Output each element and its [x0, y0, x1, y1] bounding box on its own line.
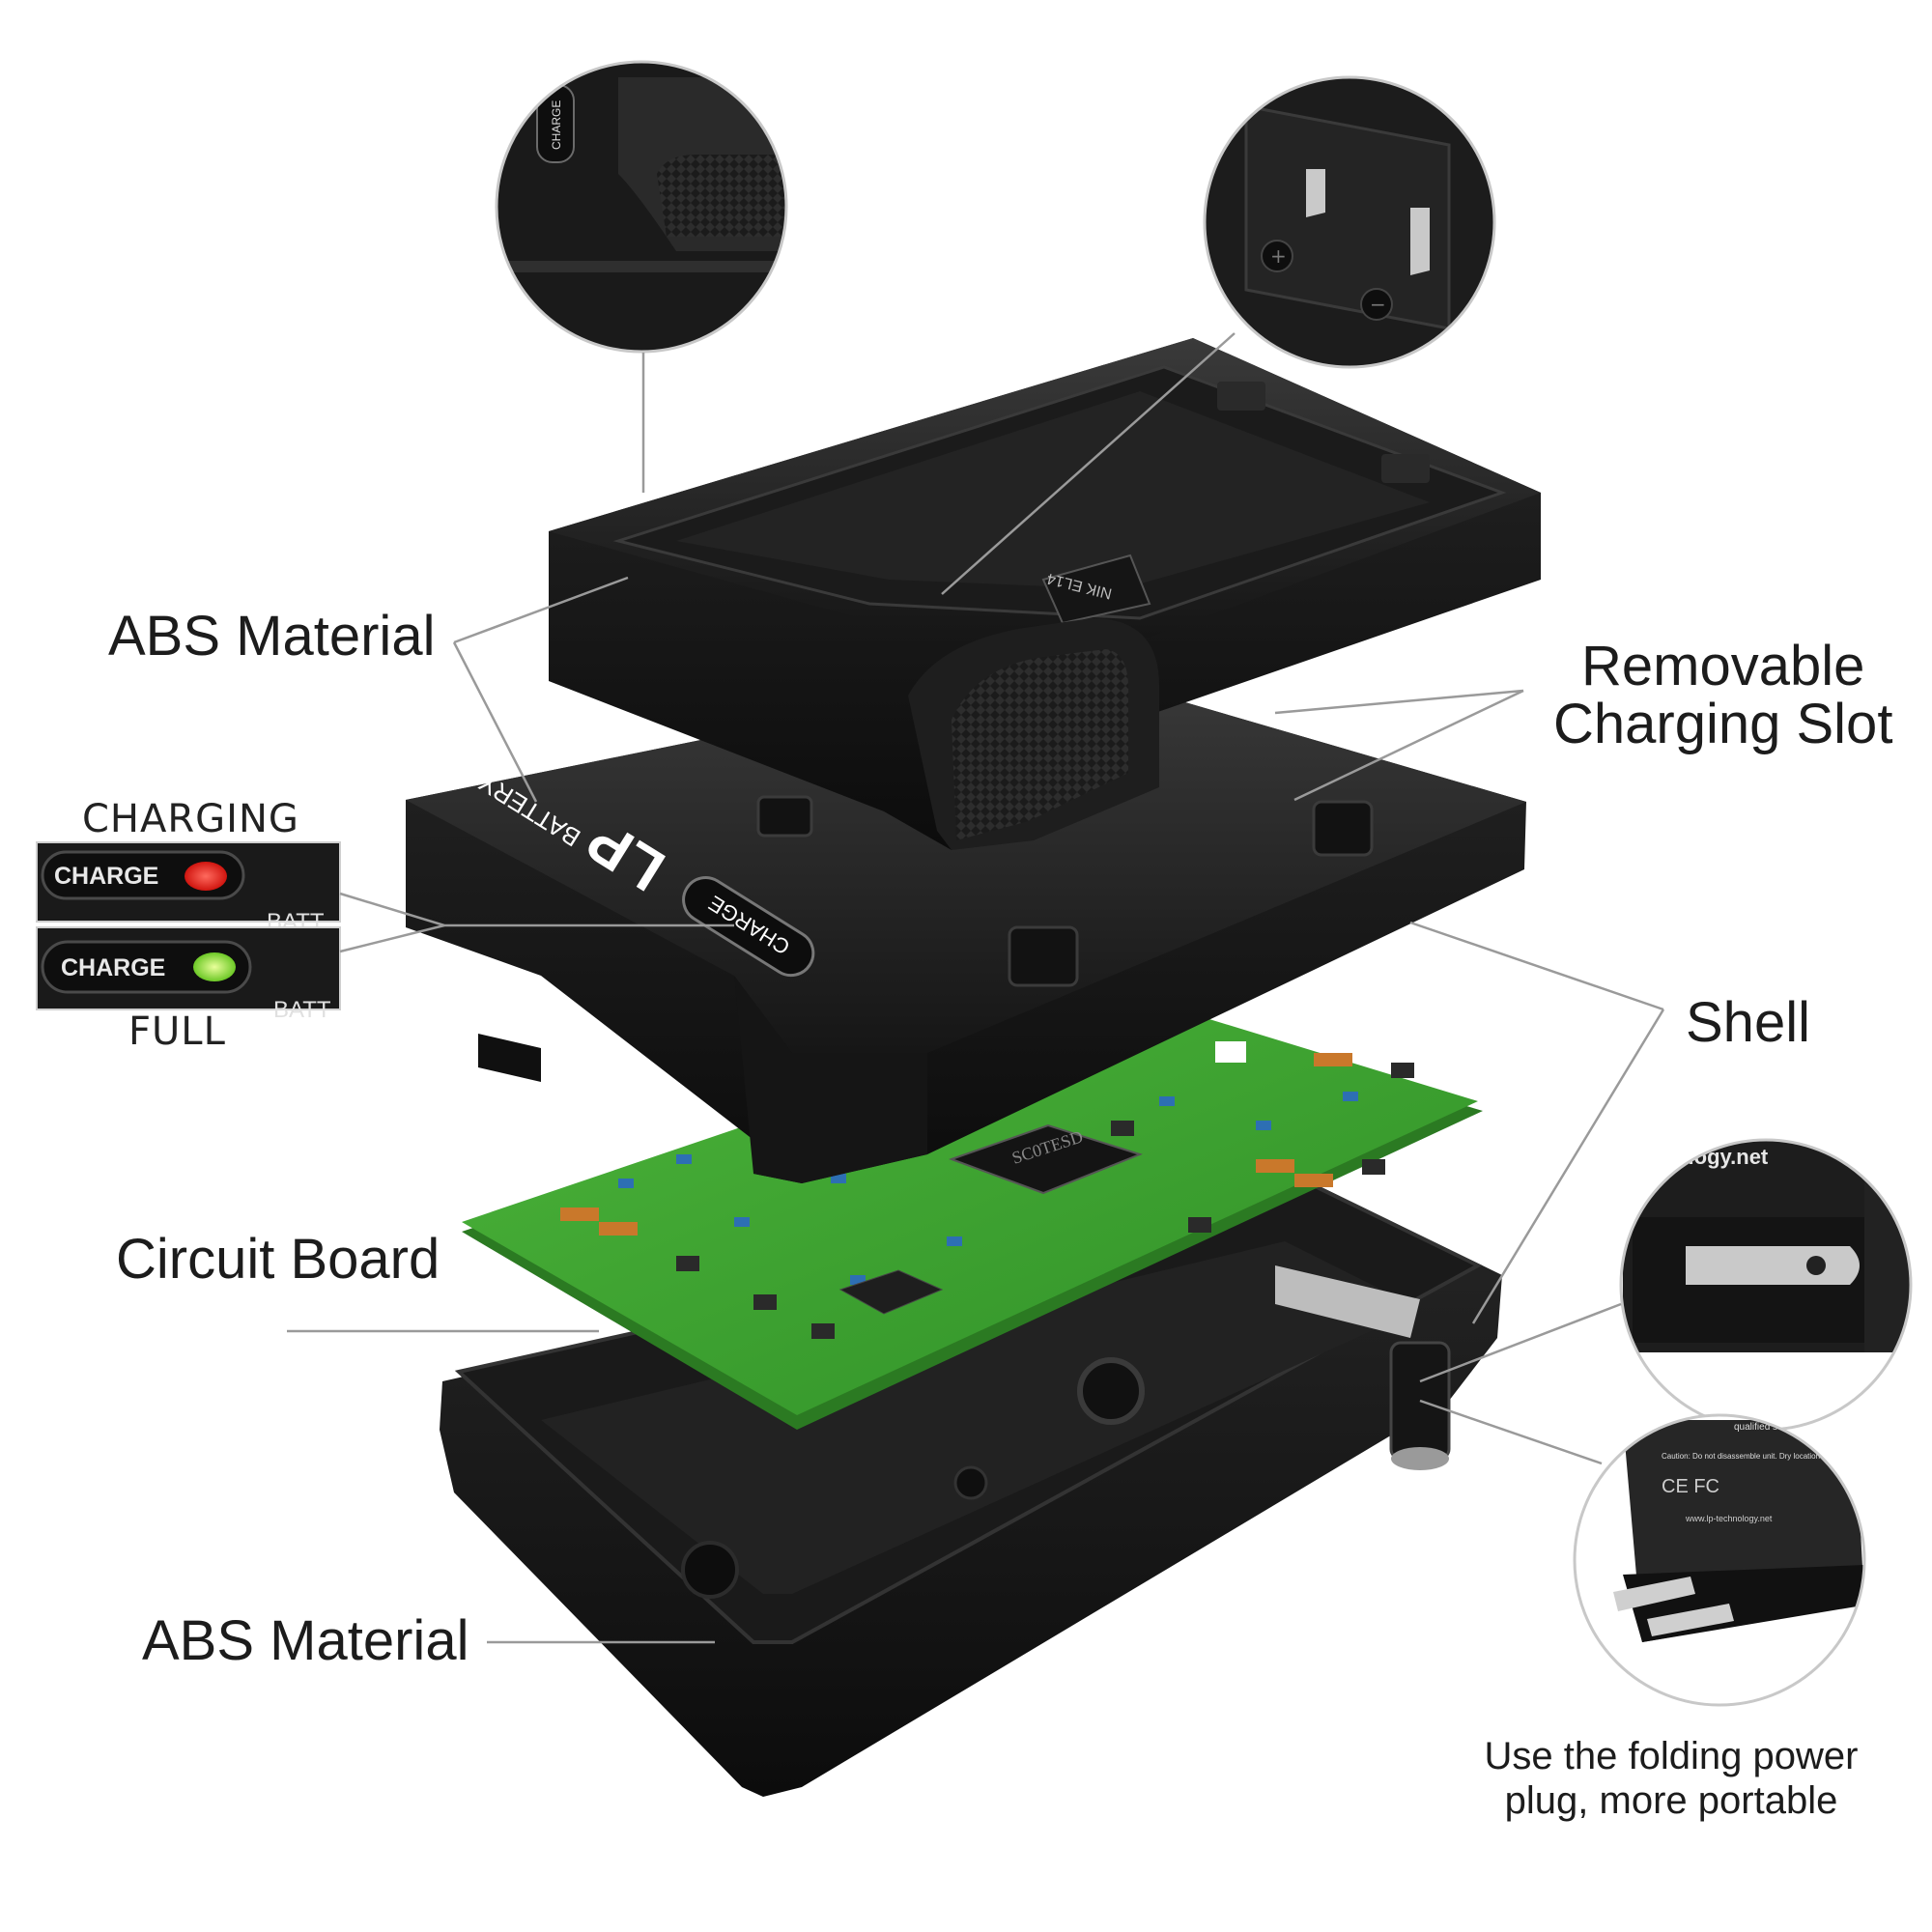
caution-text: Caution: Do not disassemble unit. Dry lo… — [1662, 1452, 1853, 1461]
removable-charging-slot: NIK EL14 — [549, 338, 1541, 850]
led-charge-label: CHARGE — [54, 863, 158, 890]
label-removable-slot: Removable Charging Slot — [1553, 638, 1892, 753]
label-abs-material-bottom: ABS Material — [142, 1609, 469, 1672]
led-inset-charging: CHARGE BATT — [36, 841, 341, 935]
zoom-circle-folded-plug: chnology.net — [1619, 1138, 1913, 1432]
label-removable-line2: Charging Slot — [1553, 693, 1893, 755]
label-charging: CHARGING — [82, 797, 299, 841]
batt-fragment-2: BATT — [273, 997, 331, 1023]
led-charge-label-2: CHARGE — [61, 954, 165, 981]
label-plug-note-line2: plug, more portable — [1504, 1779, 1838, 1822]
callout-lines — [287, 332, 1665, 1644]
label-removable-line1: Removable — [1581, 635, 1865, 697]
green-led — [193, 952, 236, 981]
led-inset-full: CHARGE BATT — [36, 926, 341, 1023]
minus-mark: − — [1370, 293, 1386, 316]
red-led — [185, 862, 227, 891]
zoom-circle-contacts: + − — [1203, 75, 1496, 369]
label-abs-material-top: ABS Material — [108, 605, 436, 668]
label-plug-note-line1: Use the folding power — [1484, 1735, 1859, 1777]
main-chip: SC0TESD — [949, 1123, 1143, 1195]
plus-mark: + — [1270, 244, 1287, 268]
charger-shell: LP BATTERY CHARGER CHARGE — [362, 667, 1526, 1183]
plug-site-text: chnology.net — [1637, 1145, 1769, 1169]
label-plug-note: Use the folding power plug, more portabl… — [1449, 1734, 1893, 1823]
label-circuit-board: Circuit Board — [116, 1228, 440, 1291]
cert-text: CE FC — [1662, 1476, 1719, 1497]
zoom-charge-text: CHARGE — [550, 100, 563, 150]
zoom-circle-unfolded-plug: qualified service agent. Caution: Do not… — [1573, 1413, 1866, 1707]
label-shell: Shell — [1686, 991, 1810, 1054]
zoom-circle-charge-button: CHARGE — [495, 60, 788, 354]
plug-site-small-text: www.lp-technology.net — [1685, 1514, 1773, 1523]
label-full: FULL — [128, 1009, 226, 1054]
